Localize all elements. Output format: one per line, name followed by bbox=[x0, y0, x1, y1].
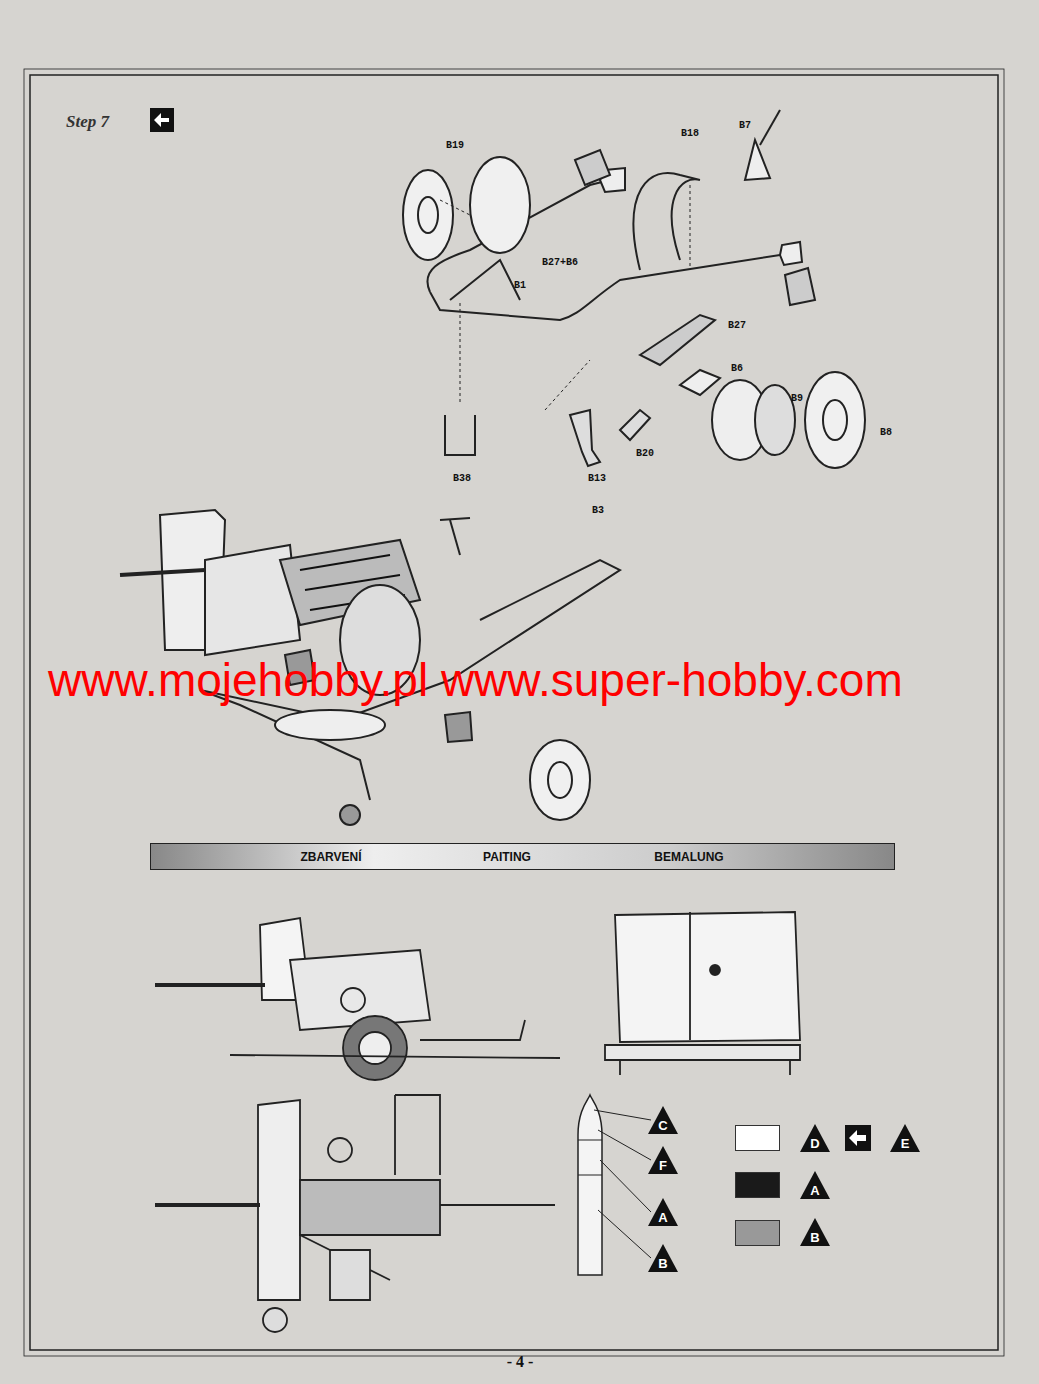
part-number: B7 bbox=[739, 120, 751, 131]
part-number: B1 bbox=[514, 280, 526, 291]
band-text: PAITING bbox=[483, 850, 531, 864]
page-number: - 4 - bbox=[507, 1353, 534, 1371]
assembly-guide bbox=[440, 185, 690, 410]
color-swatch bbox=[735, 1125, 780, 1151]
part-number: B38 bbox=[453, 473, 471, 484]
chassis-exploded bbox=[403, 110, 865, 468]
watermark: www.mojehobby.pl www.super-hobby.com bbox=[48, 653, 903, 707]
part-number: B3 bbox=[592, 505, 604, 516]
side-view bbox=[155, 918, 560, 1080]
part-number: B8 bbox=[880, 427, 892, 438]
part-number: B9 bbox=[791, 393, 803, 404]
part-number: B19 bbox=[446, 140, 464, 151]
top-view bbox=[155, 1095, 555, 1332]
band-text: BEMALUNG bbox=[654, 850, 723, 864]
band-text: ZBARVENÍ bbox=[300, 850, 361, 864]
part-number: B13 bbox=[588, 473, 606, 484]
heading-band: ZBARVENÍ PAITING BEMALUNG bbox=[150, 843, 895, 870]
step-icon bbox=[150, 108, 174, 132]
paint-callout: A bbox=[658, 1210, 667, 1225]
page-frame bbox=[24, 69, 1004, 1356]
paint-callout: F bbox=[659, 1158, 667, 1173]
color-swatch bbox=[735, 1220, 780, 1246]
paint-code: B bbox=[810, 1230, 819, 1245]
legend-icon bbox=[845, 1125, 871, 1151]
color-swatch bbox=[735, 1172, 780, 1198]
part-number: B20 bbox=[636, 448, 654, 459]
paint-callout: E bbox=[901, 1136, 910, 1151]
part-number: B27 bbox=[728, 320, 746, 331]
page-frame bbox=[30, 75, 998, 1350]
front-view bbox=[605, 912, 800, 1075]
paint-code: D bbox=[810, 1136, 819, 1151]
shell bbox=[578, 1095, 651, 1275]
paint-code: A bbox=[810, 1183, 819, 1198]
paint-callout: B bbox=[658, 1256, 667, 1271]
part-number: B18 bbox=[681, 128, 699, 139]
part-number: B27+B6 bbox=[542, 257, 578, 268]
part-number: B6 bbox=[731, 363, 743, 374]
callout-triangle bbox=[648, 1106, 920, 1272]
paint-callout: C bbox=[658, 1118, 667, 1133]
step-title: Step 7 bbox=[66, 112, 109, 132]
